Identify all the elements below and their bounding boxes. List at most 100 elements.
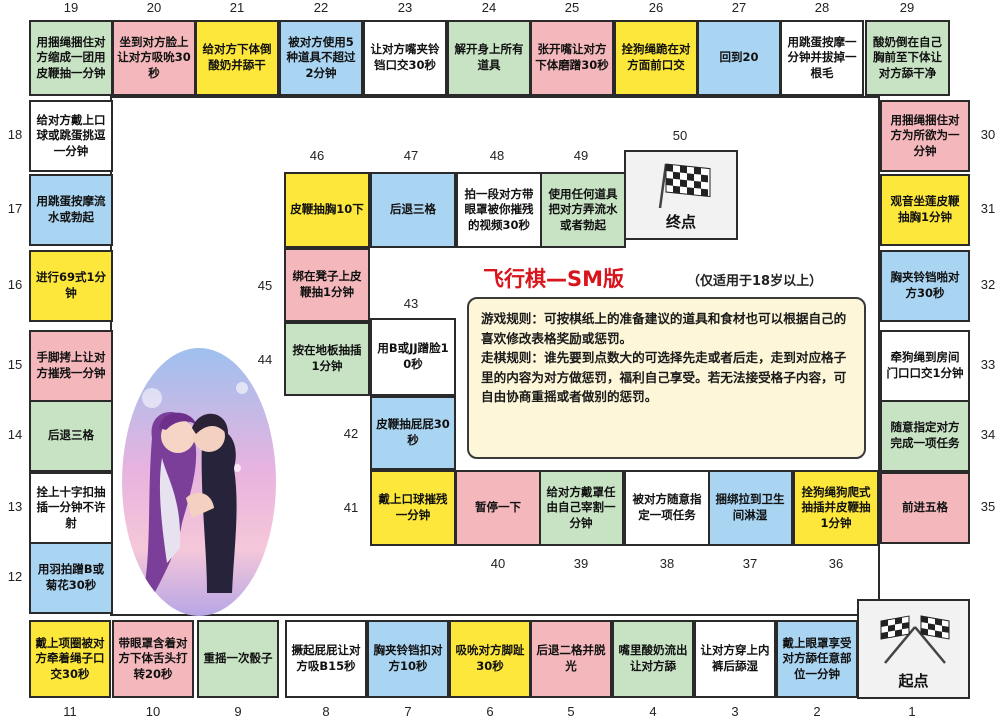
board-cell-29[interactable]: 酸奶倒在自己胸前至下体让对方舔干净 [865,20,950,96]
board-cell-39[interactable]: 给对方戴罩任由自己宰割一分钟 [538,470,624,546]
board-cell-18[interactable]: 给对方戴上口球或跳蛋挑逗一分钟 [29,100,113,172]
finish-cell[interactable]: 终点 [624,150,738,240]
board-cell-10[interactable]: 带眼罩含着对方下体舌头打转20秒 [112,620,194,698]
board-cell-16[interactable]: 进行69式1分钟 [29,250,113,322]
cell-number-33: 33 [980,357,996,372]
cell-number-35: 35 [980,499,996,514]
cell-number-5: 5 [567,704,575,719]
cell-number-10: 10 [145,704,161,719]
cell-number-49: 49 [573,148,589,163]
rules-panel: 游戏规则：可按棋纸上的准备建议的道具和食材也可以根据自己的喜欢修改表格奖励或惩罚… [467,297,866,459]
cell-number-27: 27 [731,0,747,15]
anime-couple-illustration [122,348,276,616]
cell-number-31: 31 [980,201,996,216]
finish-label: 终点 [665,212,696,231]
board-cell-5[interactable]: 后退二格并脱光 [530,620,612,698]
board-cell-28[interactable]: 用跳蛋按摩一分钟并拔掉一根毛 [780,20,864,96]
board-cell-40[interactable]: 暂停一下 [455,470,541,546]
cell-number-11: 11 [63,704,77,719]
board-cell-34[interactable]: 随意指定对方完成一项任务 [880,400,970,472]
board-cell-7[interactable]: 胸夹铃铛扣对方10秒 [367,620,449,698]
board-cell-9[interactable]: 重摇一次骰子 [197,620,279,698]
move-rules-text: 走棋规则：谁先要到点数大的可选择先走或者后走，走到对应格子里的内容为对方做惩罚，… [481,350,847,405]
cell-number-32: 32 [980,277,996,292]
cell-number-47: 47 [403,148,419,163]
board-cell-36[interactable]: 拴狗绳狗爬式抽插并皮鞭抽1分钟 [793,470,879,546]
finish-number: 50 [672,128,688,143]
board-cell-25[interactable]: 张开嘴让对方下体磨蹭30秒 [530,20,614,96]
board-subtitle: （仅适用于18岁以上） [687,274,823,289]
board-cell-48[interactable]: 拍一段对方带眼罩被你摧残的视频30秒 [456,172,542,248]
board-cell-43[interactable]: 用B或JJ蹭脸10秒 [370,318,456,396]
cell-number-42: 42 [343,426,359,441]
board-cell-35[interactable]: 前进五格 [880,472,970,544]
board-cell-13[interactable]: 拴上十字扣抽插一分钟不许射 [29,472,113,544]
start-number: 1 [908,704,916,719]
board-cell-24[interactable]: 解开身上所有道具 [447,20,531,96]
board-cell-17[interactable]: 用跳蛋按摩流水或勃起 [29,174,113,246]
cell-number-9: 9 [234,704,242,719]
board-cell-6[interactable]: 吸吮对方脚趾30秒 [449,620,531,698]
board-cell-4[interactable]: 嘴里酸奶流出让对方舔 [612,620,694,698]
cell-number-23: 23 [397,0,413,15]
board-cell-15[interactable]: 手脚拷上让对方摧残一分钟 [29,330,113,402]
cell-number-36: 36 [828,556,844,571]
board-cell-33[interactable]: 牵狗绳到房间门口口交1分钟 [880,330,970,402]
cell-number-38: 38 [659,556,675,571]
cell-number-20: 20 [146,0,162,15]
start-label: 起点 [898,671,929,690]
cell-number-48: 48 [489,148,505,163]
cell-number-7: 7 [404,704,412,719]
cell-number-39: 39 [573,556,589,571]
cell-number-4: 4 [649,704,657,719]
board-cell-26[interactable]: 拴狗绳跪在对方面前口交 [614,20,698,96]
board-cell-45[interactable]: 绑在凳子上皮鞭抽1分钟 [284,248,370,322]
board-cell-23[interactable]: 让对方嘴夹铃铛口交30秒 [363,20,447,96]
cell-number-41: 41 [343,500,359,515]
board-cell-47[interactable]: 后退三格 [370,172,456,248]
board-cell-27[interactable]: 回到20 [697,20,781,96]
board-cell-38[interactable]: 被对方随意指定一项任务 [624,470,710,546]
board-cell-32[interactable]: 胸夹铃铛啪对方30秒 [880,250,970,322]
cell-number-6: 6 [486,704,494,719]
cell-number-45: 45 [257,278,273,293]
cell-number-24: 24 [481,0,497,15]
board-cell-31[interactable]: 观音坐莲皮鞭抽胸1分钟 [880,174,970,246]
cell-number-8: 8 [322,704,330,719]
crossed-checkered-flags-icon [880,615,950,664]
board-cell-20[interactable]: 坐到对方脸上让对方吸吮30秒 [112,20,196,96]
board-cell-37[interactable]: 捆绑拉到卫生间淋湿 [707,470,793,546]
board-cell-30[interactable]: 用捆绳捆住对方为所欲为一分钟 [880,100,970,172]
board-cell-11[interactable]: 戴上项圈被对方牵着绳子口交30秒 [29,620,111,698]
board-cell-12[interactable]: 用羽拍蹭B或菊花30秒 [29,542,113,614]
board-cell-42[interactable]: 皮鞭抽屁屁30秒 [370,396,456,470]
board-cell-21[interactable]: 给对方下体倒酸奶并舔干 [195,20,279,96]
start-cell[interactable]: 起点 [857,599,970,699]
board-cell-14[interactable]: 后退三格 [29,400,113,472]
board-cell-22[interactable]: 被对方使用5种道具不超过2分钟 [279,20,363,96]
board-title: 飞行棋—SM版 [483,267,625,291]
cell-number-13: 13 [7,499,23,514]
cell-number-26: 26 [648,0,664,15]
cell-number-37: 37 [742,556,758,571]
cell-number-19: 19 [63,0,79,15]
cell-number-29: 29 [899,0,915,15]
cell-number-46: 46 [309,148,325,163]
cell-number-43: 43 [403,296,419,311]
board-cell-46[interactable]: 皮鞭抽胸10下 [284,172,370,248]
board-cell-19[interactable]: 用捆绳捆住对方缩成一团用皮鞭抽一分钟 [29,20,113,96]
board-cell-41[interactable]: 戴上口球摧残一分钟 [370,470,456,546]
checkered-flag-icon [658,163,711,209]
cell-number-12: 12 [7,569,23,584]
board-cell-3[interactable]: 让对方穿上内裤后舔湿 [694,620,776,698]
cell-number-15: 15 [7,357,23,372]
game-rules-text: 游戏规则：可按棋纸上的准备建议的道具和食材也可以根据自己的喜欢修改表格奖励或惩罚… [481,311,847,346]
cell-number-16: 16 [7,277,23,292]
board-cell-44[interactable]: 按在地板抽插1分钟 [284,322,370,396]
board-cell-8[interactable]: 撅起屁屁让对方吸B15秒 [285,620,367,698]
board-cell-2[interactable]: 戴上眼罩享受对方舔任意部位一分钟 [776,620,858,698]
cell-number-2: 2 [813,704,821,719]
cell-number-30: 30 [980,127,996,142]
board-cell-49[interactable]: 使用任何道具把对方弄流水或者勃起 [540,172,626,248]
